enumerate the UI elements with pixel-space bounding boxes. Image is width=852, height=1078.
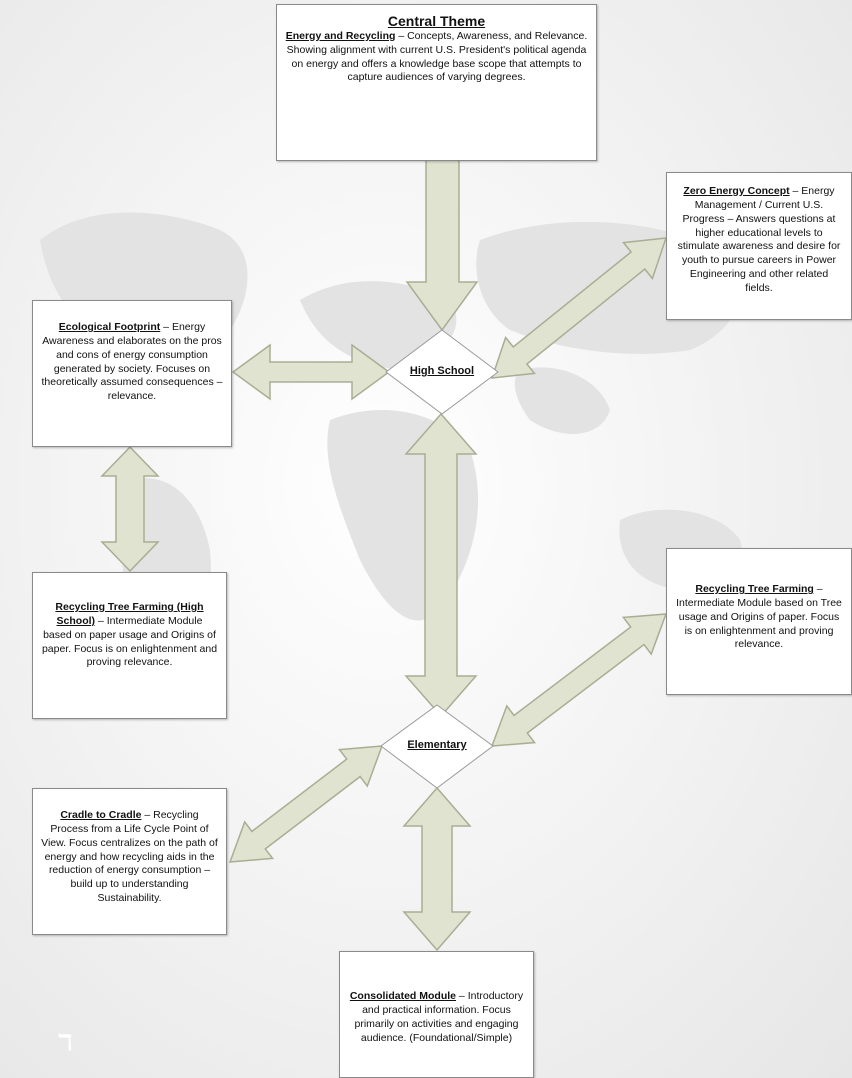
node-elementary: Elementary (407, 739, 467, 751)
tree-hs-title: Recycling Tree Farming (High School) (55, 601, 204, 627)
arrow-ecological-treehs (100, 445, 160, 573)
cradle-to-cradle-box: Cradle to Cradle – Recycling Process fro… (32, 788, 227, 935)
diamond-high-school (385, 329, 499, 415)
ecological-footprint-box: Ecological Footprint – Energy Awareness … (32, 300, 232, 447)
central-theme-box: Central Theme Energy and Recycling – Con… (276, 4, 597, 161)
ecological-desc: – Energy Awareness and elaborates on the… (41, 321, 223, 403)
arrow-central-to-highschool (405, 159, 479, 332)
tree-right-desc: – Intermediate Module based on Tree usag… (676, 583, 842, 651)
tree-farming-box: Recycling Tree Farming – Intermediate Mo… (666, 548, 852, 695)
zero-energy-box: Zero Energy Concept – Energy Management … (666, 172, 852, 320)
zero-energy-title: Zero Energy Concept (683, 185, 790, 197)
zero-energy-desc: – Energy Management / Current U.S. Progr… (677, 185, 841, 295)
node-high-school: High School (409, 365, 475, 377)
ecological-title: Ecological Footprint (58, 321, 161, 333)
tree-right-title: Recycling Tree Farming (695, 583, 814, 595)
central-theme-heading: Central Theme (387, 13, 486, 29)
tree-hs-desc: – Intermediate Module based on paper usa… (41, 614, 218, 669)
consolidated-module-box: Consolidated Module – Introductory and p… (339, 951, 534, 1078)
consolidated-desc: – Introductory and practical information… (354, 990, 524, 1044)
cradle-desc: – Recycling Process from a Life Cycle Po… (41, 809, 218, 905)
diamond-elementary (380, 704, 494, 789)
arrow-elementary-treefarming (490, 613, 668, 747)
central-theme-title: Energy and Recycling (285, 29, 396, 42)
arrow-cradle-elementary (228, 745, 384, 863)
slide-logo-icon: ℸ (58, 1030, 73, 1055)
cradle-title: Cradle to Cradle (60, 809, 142, 821)
arrow-elementary-consolidated (402, 786, 472, 952)
consolidated-title: Consolidated Module (349, 990, 457, 1002)
central-theme-desc: – Concepts, Awareness, and Relevance. Sh… (286, 29, 588, 84)
tree-farming-hs-box: Recycling Tree Farming (High School) – I… (32, 572, 227, 719)
